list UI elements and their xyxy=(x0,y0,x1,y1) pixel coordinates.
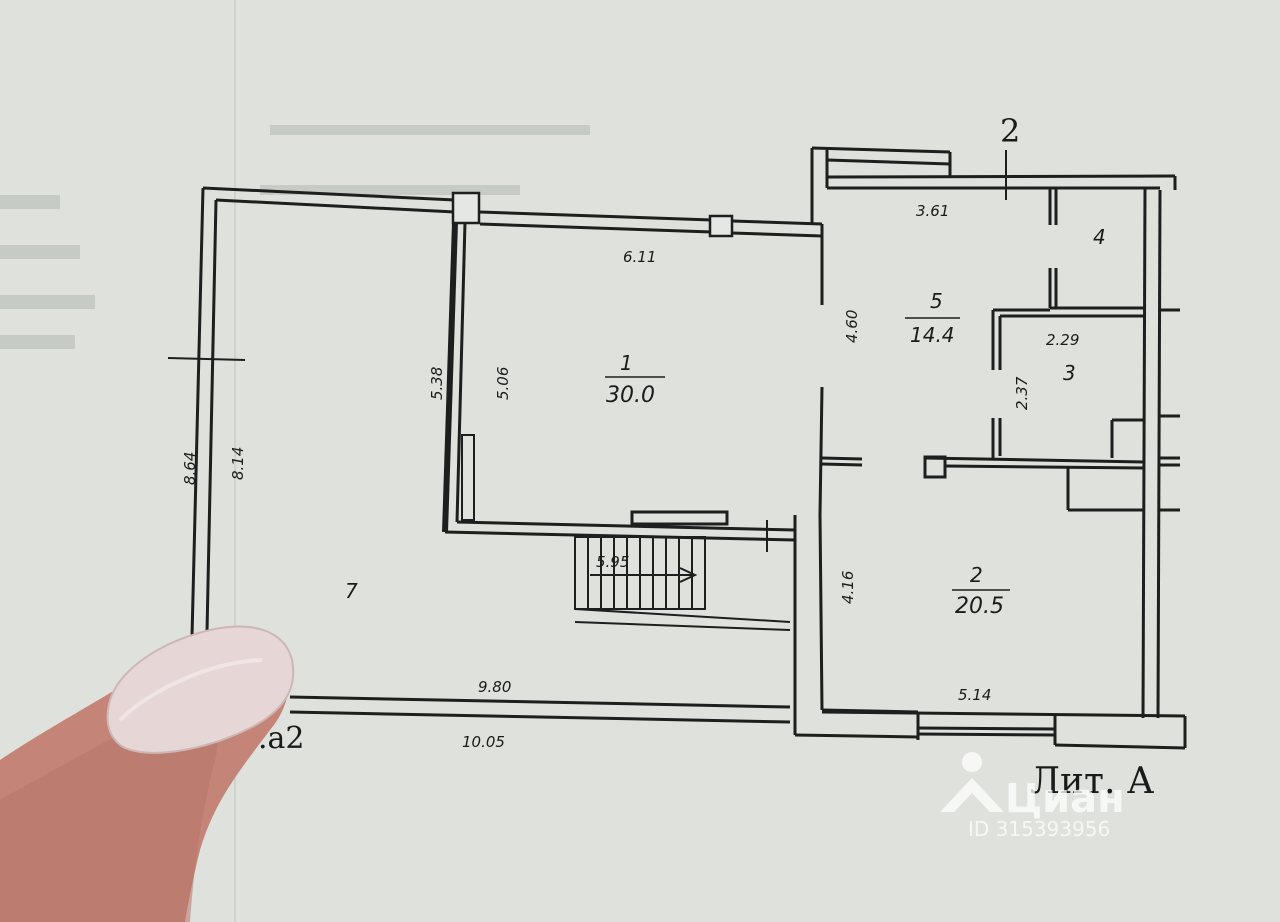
fingernail xyxy=(106,625,295,754)
dim-room2-width: 5.14 xyxy=(958,686,991,704)
dim-room1-width: 6.11 xyxy=(623,248,656,266)
dim-room7-inner-width: 9.80 xyxy=(478,678,511,696)
watermark-brand: Циан xyxy=(1005,776,1125,822)
dim-room7-outer-width: 10.05 xyxy=(462,733,505,751)
room-5-number: 5 xyxy=(930,289,943,313)
column-top-mid xyxy=(708,214,734,238)
room-4-number: 4 xyxy=(1093,225,1106,249)
room-7-number: 7 xyxy=(345,579,358,603)
dim-room5-height: 4.60 xyxy=(843,310,861,343)
dim-room2-height: 4.16 xyxy=(839,571,857,604)
dim-room3-height: 2.37 xyxy=(1013,376,1031,410)
dim-room1-height-outer: 5.38 xyxy=(428,367,446,400)
dim-room7-inner-height: 8.14 xyxy=(229,447,247,480)
watermark-id: ID 315393956 xyxy=(968,817,1110,841)
finger xyxy=(0,625,295,922)
sheet-label: Лит. А xyxy=(1030,761,1154,802)
dim-room3-width: 2.29 xyxy=(1046,331,1079,349)
axis-markers xyxy=(167,150,1007,552)
dim-room7-outer-height: 8.64 xyxy=(181,452,199,485)
cian-logo-icon xyxy=(940,752,1004,812)
walls xyxy=(190,146,1187,750)
room-1-area: 30.0 xyxy=(606,383,655,408)
faded-back-text xyxy=(0,125,590,349)
room-2-area: 20.5 xyxy=(955,594,1004,619)
staircase xyxy=(574,536,791,631)
room-3-number: 3 xyxy=(1063,361,1076,385)
room-1-number: 1 xyxy=(620,351,633,375)
dim-stair-length: 5.95 xyxy=(596,553,629,571)
column-top-left xyxy=(451,191,481,225)
dim-room5-width: 3.61 xyxy=(916,202,949,220)
room-2-number: 2 xyxy=(970,563,983,587)
dim-room1-height-inner: 5.06 xyxy=(494,367,512,400)
axis-mark-label: 2 xyxy=(1000,112,1020,150)
room-5-area: 14.4 xyxy=(910,323,955,347)
column-room1-side xyxy=(461,434,475,521)
